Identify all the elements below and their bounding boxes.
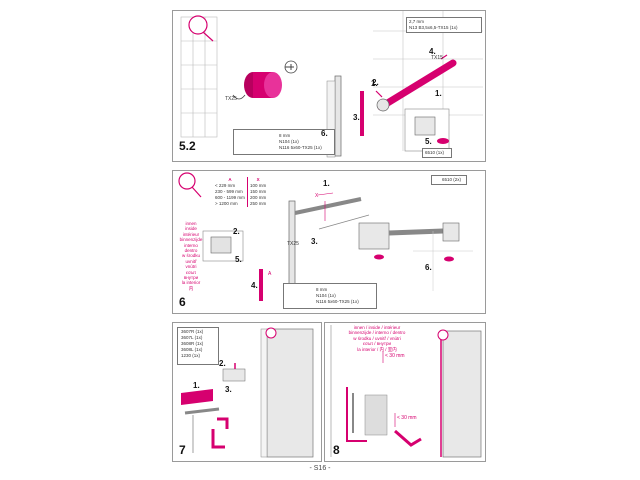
panel-step-7: 3607R (1x) 3607L (1x) 3608R (1x) 3608L (… xyxy=(172,322,322,462)
callout-3: 3. xyxy=(225,385,232,394)
callout-1: 1. xyxy=(323,179,330,188)
illustration-7 xyxy=(181,327,314,458)
callout-1b: 1. xyxy=(435,89,442,98)
callout-2: 2. xyxy=(219,359,226,368)
legend-drill-size: 2,7 mm xyxy=(409,19,425,24)
lang-item: uvnitř xyxy=(185,258,197,264)
lang-item: intérieur xyxy=(182,231,200,237)
callout-2: 2. xyxy=(372,78,379,87)
callout-5: 5. xyxy=(235,255,242,264)
illustration-6 xyxy=(178,172,473,302)
part-item: 1230 (1x) xyxy=(181,353,201,358)
dim-marker-a: A xyxy=(268,271,272,277)
lang-item: innen xyxy=(185,221,197,226)
lang-item: inside xyxy=(185,226,197,232)
lang-item: innen / inside / intérieur xyxy=(353,325,401,330)
dims-x: 200 mm xyxy=(246,195,269,201)
dim-label-bottom: < 30 mm xyxy=(397,415,417,421)
part-label-box: 6510 (1x) xyxy=(422,148,452,158)
callout-4: 4. xyxy=(429,47,436,56)
inside-languages: innen inside intérieur binnenzijde inter… xyxy=(175,221,207,291)
part-item: 3607L (1x) xyxy=(181,335,203,340)
part-label: 6510 (2x) xyxy=(442,177,462,182)
lang-item: vnútri xyxy=(185,264,197,270)
part-item: 3608L (1x) xyxy=(181,347,203,352)
lang-item: interno xyxy=(184,242,198,248)
callout-4: 4. xyxy=(251,281,258,290)
callout-5: 5. xyxy=(425,137,432,146)
callout-6: 6. xyxy=(321,129,328,138)
callout-1: 1. xyxy=(371,79,378,88)
step-number: 8 xyxy=(333,443,340,457)
callout-1: 1. xyxy=(193,381,200,390)
lang-item: w środku / uvnitř / vnútri xyxy=(353,335,401,341)
lang-item: 内 xyxy=(188,285,194,291)
tool-label-tx15: TX15 xyxy=(431,55,443,61)
legend-screw: N116 5x60-TX25 (1x) xyxy=(316,299,359,304)
legend-plug: N104 (1x) xyxy=(316,293,336,298)
parts-list: 3607R (1x) 3607L (1x) 3608R (1x) 3608L (… xyxy=(177,327,219,365)
dims-header-x: X xyxy=(246,177,269,183)
dims-a: 600 - 1199 mm xyxy=(215,195,245,200)
fastener-legend-bottom: 8 mm N104 (1x) N116 5x60-TX25 (1x) xyxy=(233,129,335,155)
part-label: 6510 (1x) xyxy=(425,150,445,155)
dims-x: 250 mm xyxy=(246,201,269,207)
legend-plug: N104 (1x) xyxy=(279,139,299,144)
fastener-legend-bottom: 8 mm N104 (1x) N116 5x60-TX25 (1x) xyxy=(283,283,377,309)
fastener-legend-top: 2,7 mm N13 B3,5x6,5-TX15 (1x) xyxy=(406,17,482,33)
dims-a: < 229 mm xyxy=(215,183,236,188)
dims-a: 230 - 599 mm xyxy=(215,189,243,194)
dims-a: > 1200 mm xyxy=(215,201,238,206)
legend-drill-size: 8 mm xyxy=(316,287,328,292)
lang-item: binnenzijde / interno / dentro xyxy=(348,330,406,336)
step-number: 5.2 xyxy=(179,139,196,153)
lang-item: dentro xyxy=(184,248,198,254)
callout-2: 2. xyxy=(233,227,240,236)
tool-label-tx25: TX25 xyxy=(225,96,237,102)
lang-item: binnenzijde xyxy=(179,237,203,243)
inside-languages: innen / inside / intérieur binnenzijde /… xyxy=(335,325,419,352)
lang-item: w środku xyxy=(181,253,200,259)
page-number: - S16 - xyxy=(309,465,331,472)
dims-x: 100 mm xyxy=(246,183,269,189)
tool-label-tx25: TX25 xyxy=(287,241,299,247)
dim-marker-x: X xyxy=(315,193,319,199)
lang-item: εσωτ / внутри xyxy=(363,341,391,347)
panel-step-5-2: 2,7 mm N13 B3,5x6,5-TX15 (1x) 8 mm N104 … xyxy=(172,10,486,162)
lang-item: la interior xyxy=(181,280,201,286)
panel-step-8: innen / inside / intérieur binnenzijde /… xyxy=(324,322,486,462)
step-number: 7 xyxy=(179,443,186,457)
legend-drill-size: 8 mm xyxy=(279,133,291,138)
step-number: 6 xyxy=(179,295,186,309)
legend-screw: N13 B3,5x6,5-TX15 (1x) xyxy=(409,25,458,30)
lang-item: la interior / 内 / 室内 xyxy=(357,346,397,352)
illustration-8 xyxy=(330,325,482,458)
part-item: 3608R (1x) xyxy=(181,341,204,346)
lang-item: εσωτ xyxy=(185,269,196,275)
lang-item: внутри xyxy=(183,275,199,281)
dims-header-a: A xyxy=(228,177,232,182)
part-item: 3607R (1x) xyxy=(181,329,204,334)
callout-3: 3. xyxy=(353,113,360,122)
callout-3: 3. xyxy=(311,237,318,246)
dims-x: 150 mm xyxy=(246,189,269,195)
dim-label-top: < 30 mm xyxy=(385,353,405,359)
legend-screw: N116 5x60-TX25 (1x) xyxy=(279,145,322,150)
part-label-box: 6510 (2x) xyxy=(431,175,467,185)
illustration-5-2 xyxy=(180,11,483,158)
callout-6: 6. xyxy=(425,263,432,272)
